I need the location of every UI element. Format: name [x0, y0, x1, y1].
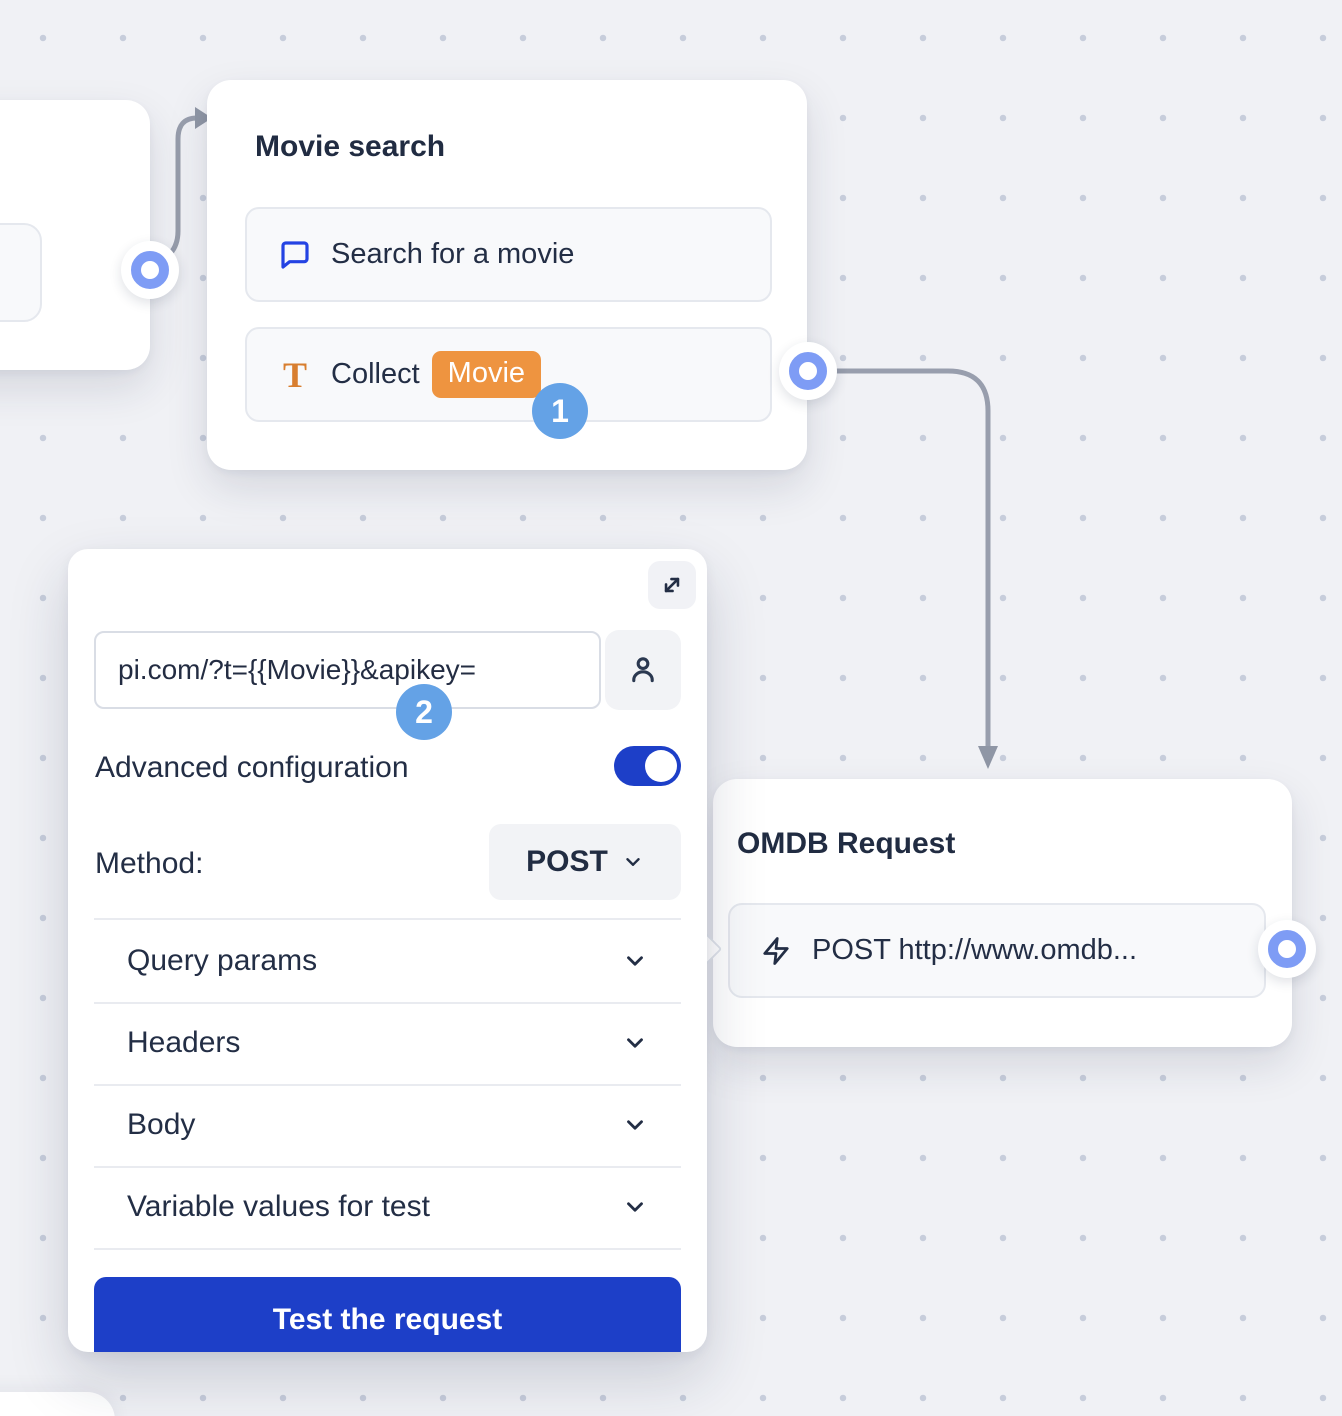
partial-left-node-item[interactable]: [0, 223, 42, 322]
section-label: Headers: [127, 1026, 241, 1059]
chevron-down-icon: [626, 858, 640, 866]
webhook-post-block[interactable]: POST http://www.omdb...: [728, 903, 1266, 998]
person-icon: [632, 657, 654, 683]
block-label: Collect: [331, 358, 420, 390]
advanced-configuration-toggle[interactable]: [614, 746, 681, 786]
expand-icon: [664, 577, 680, 593]
divider: [94, 1248, 681, 1250]
movie-search-node[interactable]: Movie search Search for a movie T Collec…: [207, 80, 807, 470]
omdb-request-node[interactable]: OMDB Request POST http://www.omdb...: [713, 779, 1292, 1047]
method-value: POST: [526, 845, 608, 878]
divider: [94, 1084, 681, 1086]
node-title: Movie search: [255, 130, 446, 163]
partial-bottom-node[interactable]: [0, 1392, 115, 1416]
chevron-down-icon: [627, 956, 643, 966]
port-ring: [1268, 930, 1306, 968]
toggle-knob: [645, 750, 677, 782]
section-body[interactable]: Body: [94, 1084, 681, 1166]
divider: [94, 918, 681, 920]
output-port-left-node[interactable]: [121, 241, 179, 299]
section-label: Query params: [127, 944, 318, 977]
node-title: OMDB Request: [737, 827, 956, 860]
collect-movie-block[interactable]: T Collect Movie: [245, 327, 772, 422]
section-query-params[interactable]: Query params: [94, 920, 681, 1002]
lightning-icon: [758, 936, 794, 966]
advanced-configuration-label: Advanced configuration: [95, 751, 409, 784]
search-for-movie-block[interactable]: Search for a movie: [245, 207, 772, 302]
test-request-button[interactable]: Test the request: [94, 1277, 681, 1352]
text-input-icon: T: [282, 354, 307, 395]
webhook-config-panel: Advanced configuration Method: POST Quer…: [68, 549, 707, 1352]
connector-movie-to-omdb: [825, 368, 991, 751]
output-port-omdb-node[interactable]: [1258, 920, 1316, 978]
chevron-down-icon: [627, 1038, 643, 1048]
method-label: Method:: [95, 847, 204, 880]
output-port-movie-node[interactable]: [779, 342, 837, 400]
step-badge-2: 2: [396, 684, 452, 740]
url-input[interactable]: [94, 631, 601, 709]
section-label: Variable values for test: [127, 1190, 430, 1223]
variables-button[interactable]: [605, 630, 681, 710]
chevron-down-icon: [627, 1202, 643, 1212]
section-label: Body: [127, 1108, 196, 1141]
section-headers[interactable]: Headers: [94, 1002, 681, 1084]
port-ring: [789, 352, 827, 390]
block-label: POST http://www.omdb...: [812, 934, 1138, 966]
block-label: Search for a movie: [331, 238, 575, 270]
arrowhead-down: [978, 746, 998, 769]
section-variable-values[interactable]: Variable values for test: [94, 1166, 681, 1248]
connector-left-to-movie: [159, 115, 200, 263]
divider: [94, 1002, 681, 1004]
variable-chip-movie[interactable]: Movie: [431, 351, 542, 398]
chevron-down-icon: [627, 1120, 643, 1130]
port-ring: [131, 251, 169, 289]
chat-bubble-icon: [277, 239, 313, 271]
expand-button[interactable]: [648, 561, 696, 609]
step-badge-1: 1: [532, 383, 588, 439]
divider: [94, 1166, 681, 1168]
partial-left-node[interactable]: [0, 100, 150, 370]
method-select[interactable]: POST: [489, 824, 681, 900]
